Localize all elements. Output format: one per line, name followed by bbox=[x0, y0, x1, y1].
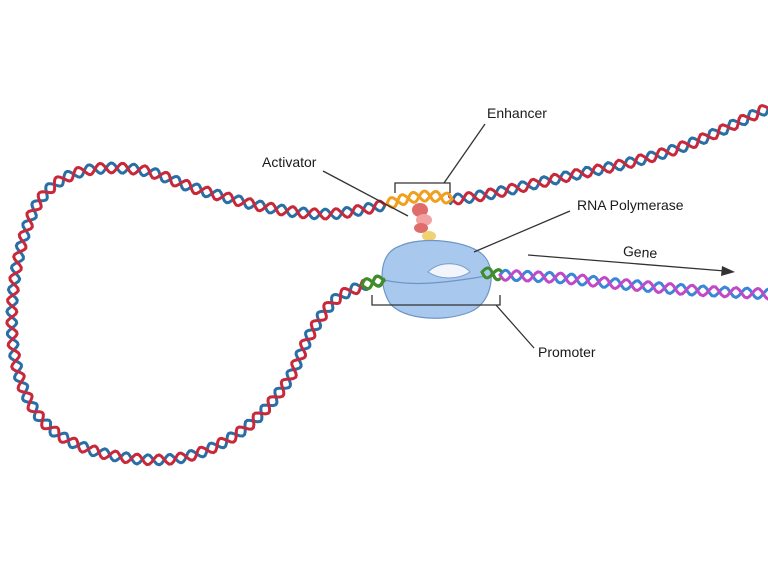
gene-label: Gene bbox=[622, 243, 657, 261]
gene-dna-strand bbox=[498, 269, 768, 301]
enhancer-label: Enhancer bbox=[487, 105, 547, 121]
enhancer-leader-line bbox=[443, 123, 486, 184]
enhancer-bracket bbox=[394, 182, 451, 193]
promoter-left-visible-strand bbox=[360, 274, 386, 291]
enhancer-dna-strand bbox=[385, 189, 454, 209]
rna-polymerase-label: RNA Polymerase bbox=[577, 197, 684, 213]
activator-protein bbox=[412, 203, 436, 241]
rna-polymerase-leader-line bbox=[473, 210, 571, 253]
promoter-bracket bbox=[371, 295, 501, 306]
dna-loop bbox=[5, 104, 768, 467]
upper-right-dna-strand bbox=[449, 106, 768, 205]
dna-loop-strand bbox=[5, 161, 387, 467]
promoter-label: Promoter bbox=[538, 344, 596, 360]
promoter-right-visible-strand bbox=[480, 268, 503, 280]
rna-polymerase-complex bbox=[381, 239, 492, 319]
promoter-right-visible-strand bbox=[480, 266, 501, 282]
promoter-leader-line bbox=[495, 304, 535, 349]
upper-right-dna-strand bbox=[448, 104, 768, 206]
dna-loop-strand bbox=[5, 161, 387, 467]
activator-leader-line bbox=[322, 170, 409, 217]
promoter-dna-front bbox=[360, 266, 503, 291]
activator-label: Activator bbox=[262, 154, 317, 170]
gene-direction-arrow bbox=[527, 254, 735, 276]
